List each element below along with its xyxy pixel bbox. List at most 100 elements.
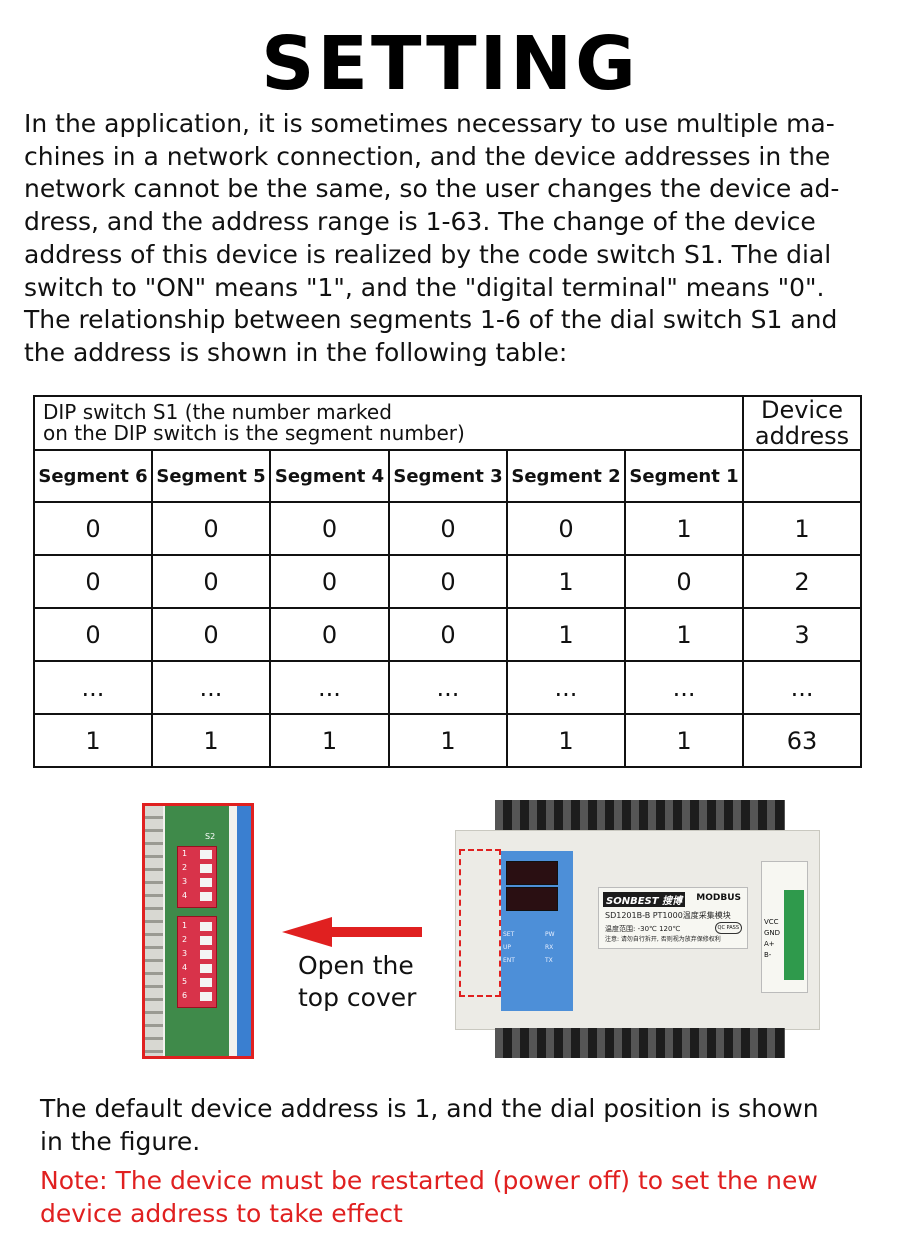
dip-number: 3	[182, 877, 188, 886]
green-terminal	[784, 890, 804, 980]
qc-pass-badge: QC PASS	[714, 922, 742, 934]
footer-line: in the figure.	[40, 1126, 201, 1156]
device-header-line: address	[754, 422, 850, 450]
open-top-cover-label: Open the top cover	[298, 950, 416, 1014]
table-cell: ...	[33, 660, 153, 715]
top-terminal-block	[495, 800, 785, 830]
table-cell: 0	[623, 554, 745, 609]
panel-key-label: UP	[503, 944, 512, 951]
intro-line: The relationship between segments 1-6 of…	[24, 305, 838, 335]
intro-paragraph: In the application, it is sometimes nece…	[24, 108, 874, 370]
arrow-shaft	[330, 927, 422, 937]
dip-switch-header: DIP switch S1 (the number marked on the …	[32, 395, 745, 451]
dip-number: 6	[182, 991, 188, 1000]
panel-led-label: TX	[545, 957, 553, 964]
segment-header-row: Segment 6 Segment 5 Segment 4 Segment 3 …	[33, 449, 863, 503]
table-cell: 0	[388, 607, 508, 662]
dip-lever	[200, 950, 212, 959]
notice-line: 注意: 请勿自行拆开, 否则视为放弃保修权利	[605, 936, 721, 943]
segment-header: Segment 6	[33, 449, 153, 503]
bottom-terminal-block	[495, 1028, 785, 1058]
table-cell: 0	[151, 607, 271, 662]
address-table: DIP switch S1 (the number marked on the …	[32, 395, 863, 768]
table-cell: 0	[269, 501, 390, 556]
table-cell: 1	[506, 713, 626, 768]
table-cell: 0	[151, 501, 271, 556]
dip-lever	[200, 978, 212, 987]
protocol-label: MODBUS	[696, 893, 741, 903]
table-cell: 0	[506, 501, 626, 556]
table-cell: 0	[33, 501, 153, 556]
table-cell: 1	[623, 607, 745, 662]
segment-header: Segment 2	[506, 449, 626, 503]
table-cell: 2	[742, 554, 863, 609]
connector-panel: VCC GND A+ B-	[761, 861, 808, 993]
dip-number: 1	[182, 921, 188, 930]
dip-number: 1	[182, 849, 188, 858]
dip-header-line: DIP switch S1 (the number marked	[43, 400, 392, 424]
dip-number: 5	[182, 977, 188, 986]
segment-header: Segment 4	[269, 449, 390, 503]
table-cell: 1	[506, 607, 626, 662]
dip-lever	[200, 922, 212, 931]
table-cell: ...	[742, 660, 863, 715]
dip-lever	[200, 864, 212, 873]
note-line: Note: The device must be restarted (powe…	[40, 1166, 818, 1196]
table-cell: 0	[388, 554, 508, 609]
dip-lever	[200, 964, 212, 973]
intro-line: In the application, it is sometimes nece…	[24, 109, 835, 138]
brand-logo: SONBEST 搜博	[603, 892, 686, 907]
table-cell: 1	[623, 713, 745, 768]
table-cell: 0	[269, 554, 390, 609]
table-cell: ...	[506, 660, 626, 715]
table-cell: 1	[388, 713, 508, 768]
table-cell: ...	[388, 660, 508, 715]
dip-switch-closeup: S2 1 2 3 4 1 2 3 4 5 6	[142, 803, 254, 1059]
brand-name: SONBEST	[606, 896, 659, 907]
dip-header-line: on the DIP switch is the segment number)	[43, 421, 465, 445]
dip-number: 4	[182, 963, 188, 972]
table-row: 1 1 1 1 1 1 63	[33, 713, 863, 768]
panel-led-label: RX	[545, 944, 554, 951]
empty-header-cell	[742, 449, 863, 503]
dip-number: 4	[182, 891, 188, 900]
device-address-header: Device address	[742, 395, 863, 451]
table-cell: 0	[269, 607, 390, 662]
table-cell: ...	[269, 660, 390, 715]
pin-label: A+	[764, 940, 775, 948]
product-label: SONBEST 搜博 MODBUS SD1201B-B PT1000温度采集模块…	[598, 887, 748, 949]
dip-lever	[200, 878, 212, 887]
table-cell: 63	[742, 713, 863, 768]
model-line: SD1201B-B PT1000温度采集模块	[605, 911, 731, 920]
dip-switch-s2: 1 2 3 4	[177, 846, 217, 908]
table-cell: ...	[623, 660, 745, 715]
table-row: 0 0 0 0 1 0 2	[33, 554, 863, 609]
footer-line: The default device address is 1, and the…	[40, 1094, 819, 1123]
table-cell: 1	[151, 713, 271, 768]
intro-line: address of this device is realized by th…	[24, 239, 832, 269]
table-cell: 0	[33, 554, 153, 609]
top-cover-highlight	[459, 849, 501, 997]
footer-text: The default device address is 1, and the…	[40, 1093, 870, 1230]
table-cell: 0	[388, 501, 508, 556]
dip-s2-label: S2	[205, 832, 216, 841]
table-cell: ...	[151, 660, 271, 715]
segment-header: Segment 5	[151, 449, 271, 503]
intro-line: switch to "ON" means "1", and the "digit…	[24, 272, 825, 302]
table-cell: 3	[742, 607, 863, 662]
table-cell: 1	[269, 713, 390, 768]
intro-line: network cannot be the same, so the user …	[24, 174, 840, 204]
table-cell: 1	[33, 713, 153, 768]
segment-header: Segment 1	[623, 449, 745, 503]
note-line: device address to take effect	[40, 1198, 403, 1228]
table-row: 0 0 0 0 0 1 1	[33, 501, 863, 556]
casing-ribs	[145, 806, 163, 1056]
pin-label: VCC	[764, 918, 779, 926]
panel-key-label: ENT	[503, 957, 515, 964]
display-panel: SET UP ENT PW RX TX	[501, 851, 573, 1011]
dip-switch-s1: 1 2 3 4 5 6	[177, 916, 217, 1008]
device-header-line: Device	[760, 396, 844, 424]
table-row: ... ... ... ... ... ... ...	[33, 660, 863, 715]
dip-lever	[200, 850, 212, 859]
dip-lever	[200, 892, 212, 901]
